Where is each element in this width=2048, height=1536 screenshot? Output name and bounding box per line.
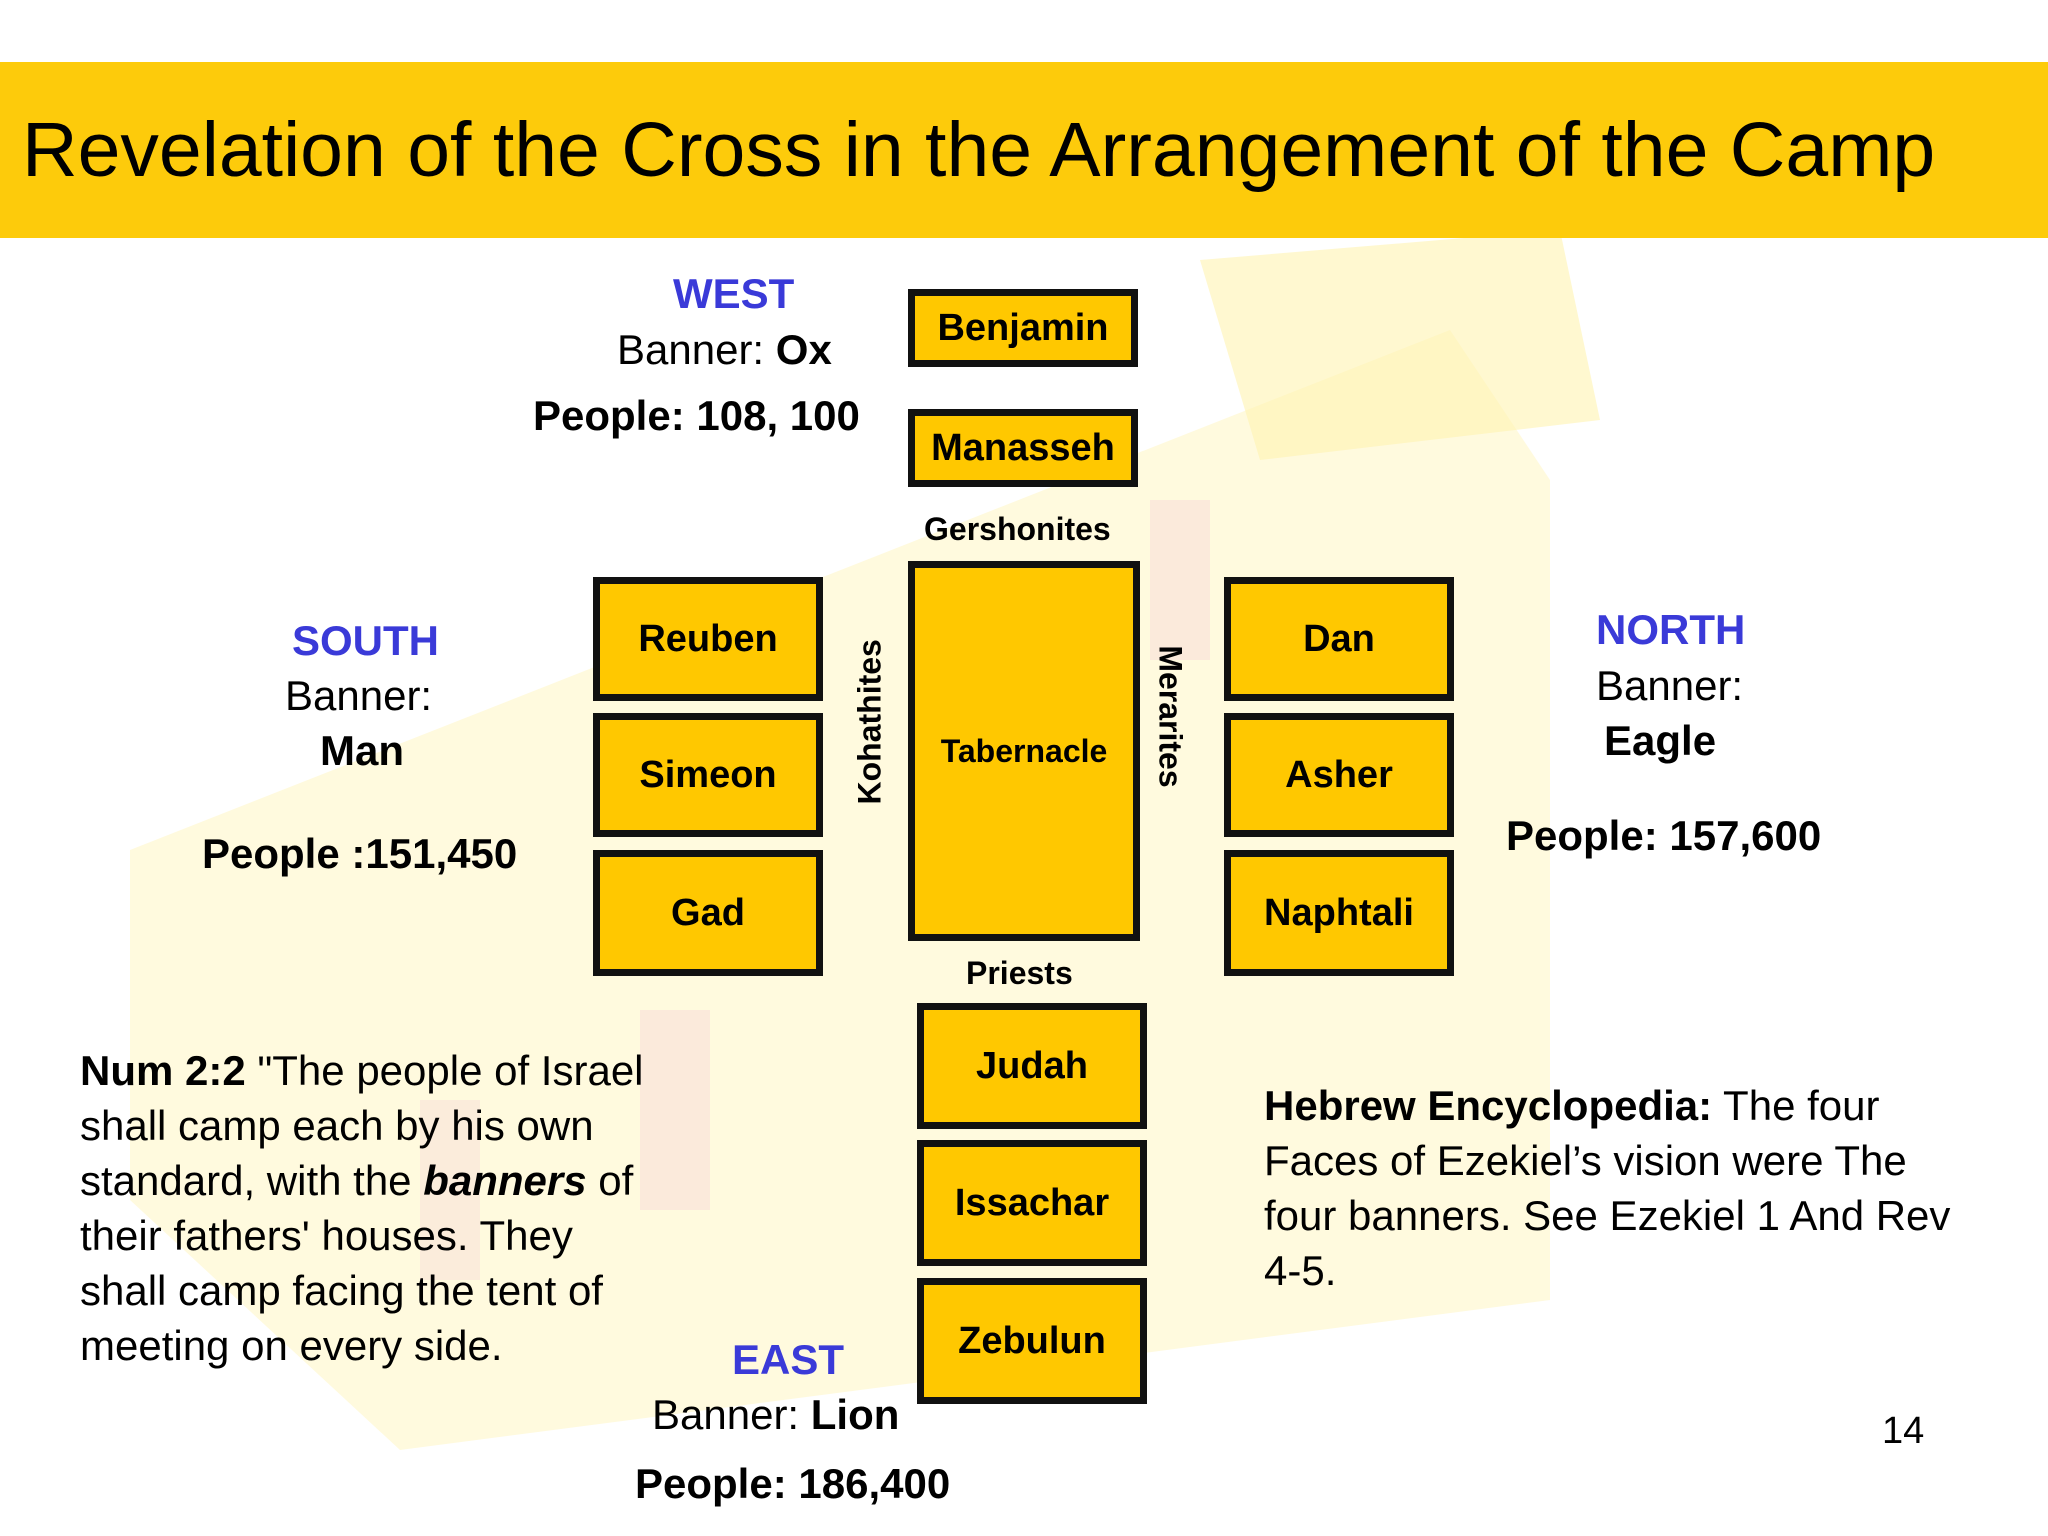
north-heading: NORTH: [1596, 606, 1746, 653]
encyclopedia-note: Hebrew Encyclopedia: The four Faces of E…: [1264, 1078, 1984, 1298]
east-people: People: 186,400: [635, 1460, 951, 1507]
east-banner-label: Banner:: [652, 1391, 811, 1438]
quote-emphasis: banners: [423, 1157, 587, 1204]
quote-reference: Num 2:2: [80, 1047, 246, 1094]
tribe-naphtali: Naphtali: [1224, 850, 1454, 976]
west-banner-value: Ox: [775, 326, 832, 373]
north-people: People: 157,600: [1506, 812, 1822, 859]
north-banner-value: Eagle: [1604, 717, 1717, 764]
quote-text-2: of their fathers' houses. They shall cam…: [80, 1157, 634, 1369]
west-banner: Banner: Ox: [617, 326, 832, 374]
levites-merarites: Merarites: [1152, 645, 1189, 788]
levites-gershonites: Gershonites: [924, 511, 1111, 547]
num-2-2-quote: Num 2:2 "The people of Israel shall camp…: [80, 1043, 670, 1373]
west-people: People: 108, 100: [533, 392, 860, 439]
east-banner-value: Lion: [810, 1391, 900, 1438]
quote-text-1: "The people of Israel shall camp each by…: [80, 1047, 644, 1204]
tribe-judah: Judah: [917, 1003, 1147, 1129]
note-body: The four Faces of Ezekiel’s vision were …: [1264, 1082, 1951, 1294]
tribe-dan: Dan: [1224, 577, 1454, 701]
tribe-reuben: Reuben: [593, 577, 823, 701]
west-banner-label: Banner:: [617, 326, 776, 373]
south-banner-value: Man: [320, 727, 404, 774]
tabernacle: Tabernacle: [908, 561, 1140, 941]
north-banner-label: Banner:: [1596, 662, 1744, 709]
slide-title: Revelation of the Cross in the Arrangeme…: [22, 107, 1936, 193]
page-number: 14: [1882, 1410, 1925, 1452]
levites-kohathites: Kohathites: [851, 639, 888, 805]
tribe-benjamin: Benjamin: [908, 289, 1138, 367]
title-bar: Revelation of the Cross in the Arrangeme…: [0, 62, 2048, 238]
tribe-issachar: Issachar: [917, 1140, 1147, 1266]
east-banner: Banner: Lion: [652, 1391, 899, 1439]
east-heading: EAST: [732, 1336, 845, 1383]
south-heading: SOUTH: [292, 617, 439, 664]
tribe-manasseh: Manasseh: [908, 409, 1138, 487]
levites-priests: Priests: [966, 955, 1073, 991]
west-heading: WEST: [673, 270, 795, 317]
tribe-zebulun: Zebulun: [917, 1278, 1147, 1404]
tribe-simeon: Simeon: [593, 713, 823, 837]
tribe-asher: Asher: [1224, 713, 1454, 837]
note-lead: Hebrew Encyclopedia:: [1264, 1082, 1713, 1129]
tribe-gad: Gad: [593, 850, 823, 976]
south-people: People :151,450: [202, 830, 518, 877]
south-banner-label: Banner:: [285, 672, 433, 719]
